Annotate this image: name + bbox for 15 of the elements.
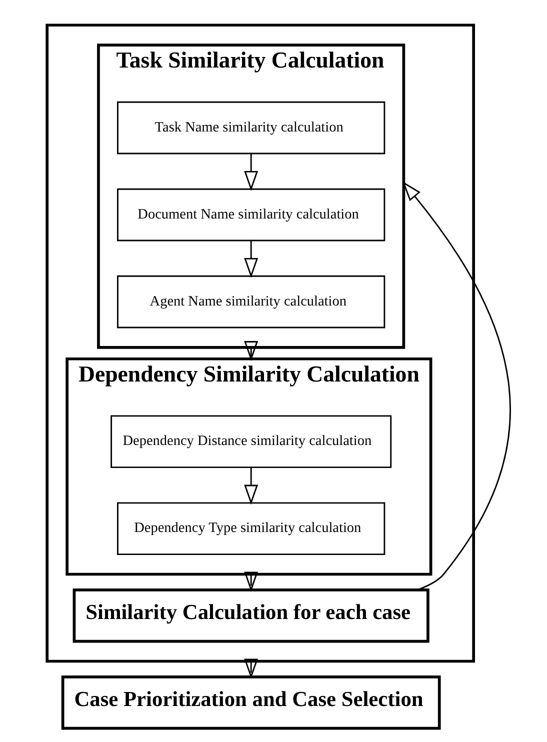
node-box: Dependency Type similarity calculation xyxy=(117,502,386,555)
arrow xyxy=(244,240,258,278)
arrow xyxy=(244,341,258,362)
arrow xyxy=(402,181,511,590)
node-box: Agent Name similarity calculation xyxy=(117,275,386,328)
node-box: Dependency Distance similarity calculation xyxy=(110,415,392,468)
arrow xyxy=(244,154,258,191)
cluster xyxy=(46,24,476,663)
arrow xyxy=(244,467,258,505)
node-box: Similarity Calculation for each case xyxy=(72,588,430,643)
node-box: Task Name similarity calculation xyxy=(117,101,386,154)
arrow xyxy=(244,572,258,592)
node-box: Case Prioritization and Case Selection xyxy=(61,676,441,730)
node-box: Document Name similarity calculation xyxy=(117,188,386,242)
arrow xyxy=(244,658,258,679)
